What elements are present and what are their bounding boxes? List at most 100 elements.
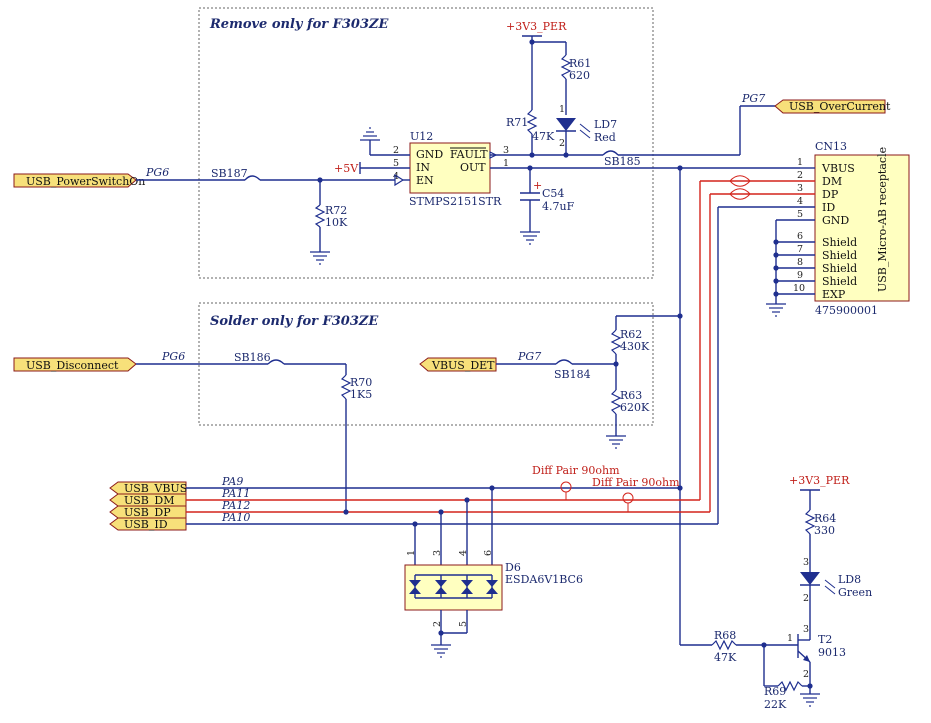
c54-ref: C54 — [542, 187, 564, 200]
r69 — [777, 680, 803, 692]
r64-ref: R64 — [814, 512, 836, 525]
d6-pin6: 6 — [483, 550, 494, 556]
d6-pin4: 4 — [458, 550, 469, 556]
d6 — [404, 564, 503, 611]
t2-pin3: 3 — [803, 624, 809, 635]
d6-part: ESDA6V1BC6 — [505, 573, 583, 586]
cn13-pin7-num: 7 — [797, 244, 803, 255]
sb185-label: SB185 — [604, 155, 641, 168]
gnd-d6 — [431, 644, 451, 658]
net-pg6-a: PG6 — [145, 166, 169, 179]
t2-ref: T2 — [818, 633, 832, 646]
net-pa11: PA11 — [221, 487, 250, 500]
r71-ref: R71 — [506, 116, 528, 129]
r70-ref: R70 — [350, 376, 372, 389]
cn13-part: 475900001 — [815, 304, 878, 317]
remove-area-box — [198, 7, 654, 279]
cn13-pin3-name: DP — [822, 188, 839, 201]
port-usb-disconnect — [13, 357, 137, 372]
net-pa9: PA9 — [221, 475, 243, 488]
u12-pin-en-num: 4 — [393, 171, 399, 182]
u12-pin-fault-name: FAULT — [450, 148, 488, 161]
t2-part: 9013 — [818, 646, 846, 659]
gnd-u12 — [360, 127, 380, 141]
sb185 — [602, 150, 619, 156]
cn13-pin5-num: 5 — [797, 209, 803, 220]
u12-ref: U12 — [410, 130, 433, 143]
power-3v3-top: +3V3_PER — [506, 20, 567, 33]
r68-ref: R68 — [714, 629, 736, 642]
r63 — [610, 389, 622, 415]
r68-value: 47K — [714, 651, 737, 664]
r62-ref: R62 — [620, 328, 642, 341]
gnd-r72 — [310, 251, 330, 265]
ld8-pin2: 2 — [803, 593, 809, 604]
sb187-label: SB187 — [211, 167, 248, 180]
r61-value: 620 — [569, 69, 590, 82]
r61-ref: R61 — [569, 57, 591, 70]
r70-value: 1K5 — [350, 388, 372, 401]
net-pa10: PA10 — [221, 511, 250, 524]
u12-pin-fault-num: 3 — [503, 145, 509, 156]
cn13-pin10-name: EXP — [822, 288, 846, 301]
sb187 — [244, 175, 261, 181]
sb184 — [555, 359, 573, 365]
u12-pin-in-num: 5 — [393, 158, 399, 169]
c54-value: 4.7uF — [542, 200, 575, 213]
port-usb-vbus-label: USB_VBUS — [124, 482, 187, 495]
cn13-pin3-num: 3 — [797, 183, 803, 194]
d6-pin2: 2 — [432, 621, 443, 627]
cn13-pin10-num: 10 — [793, 283, 805, 294]
u12-pin-out-num: 1 — [503, 158, 509, 169]
sb186-label: SB186 — [234, 351, 271, 364]
r63-ref: R63 — [620, 389, 642, 402]
net-pg7-b: PG7 — [517, 350, 541, 363]
cn13-pin6-num: 6 — [797, 231, 803, 242]
cn13-pin5-name: GND — [822, 214, 849, 227]
t2-pin2: 2 — [803, 669, 809, 680]
r70 — [340, 374, 352, 400]
remove-area-title: Remove only for F303ZE — [209, 17, 389, 32]
r63-value: 620K — [620, 401, 650, 414]
d6-ref: D6 — [505, 561, 521, 574]
cn13-title: USB_Micro-AB receptacle — [876, 147, 889, 292]
u12-part: STMPS2151STR — [409, 195, 502, 208]
r62-value: 430K — [620, 340, 650, 353]
ld8 — [800, 572, 820, 585]
gnd-c54 — [520, 231, 540, 245]
gnd-cn13 — [766, 303, 786, 317]
cn13-pin2-num: 2 — [797, 170, 803, 181]
r72-ref: R72 — [325, 204, 347, 217]
sb184-label: SB184 — [554, 368, 591, 381]
cn13-pin1-name: VBUS — [821, 162, 855, 175]
u12-pin-in-name: IN — [416, 161, 430, 174]
port-usb-id-label: USB_ID — [124, 518, 168, 531]
r71 — [526, 109, 538, 135]
power-3v3-bottom: +3V3_PER — [789, 474, 850, 487]
cn13 — [814, 154, 910, 302]
cn13-pin2-name: DM — [822, 175, 842, 188]
r68 — [711, 639, 737, 651]
cn13-pin9-name: Shield — [822, 275, 857, 288]
sb186 — [267, 359, 285, 365]
net-pg7-a: PG7 — [741, 92, 765, 105]
svg-text:+: + — [533, 179, 542, 192]
port-usb-disconnect-label: USB_Disconnect — [26, 359, 119, 372]
solder-area-title: Solder only for F303ZE — [210, 314, 379, 329]
cn13-pin4-name: ID — [822, 201, 835, 214]
r64-value: 330 — [814, 524, 835, 537]
r69-ref: R69 — [764, 685, 786, 698]
ld7-color: Red — [594, 131, 616, 144]
cn13-pin8-name: Shield — [822, 262, 857, 275]
cn13-pin9-num: 9 — [797, 270, 803, 281]
diff-pair-label-2: Diff Pair 90ohm — [592, 476, 680, 489]
port-usb-overcurrent-label: USB_OverCurrent — [789, 100, 891, 113]
gnd-t2 — [800, 693, 820, 707]
d6-pin3: 3 — [432, 550, 443, 556]
u12-pin-out-name: OUT — [460, 161, 486, 174]
u12-pin-en-name: EN — [416, 174, 434, 187]
net-pa12: PA12 — [221, 499, 250, 512]
cn13-pin8-num: 8 — [797, 257, 803, 268]
ld7 — [556, 118, 576, 131]
